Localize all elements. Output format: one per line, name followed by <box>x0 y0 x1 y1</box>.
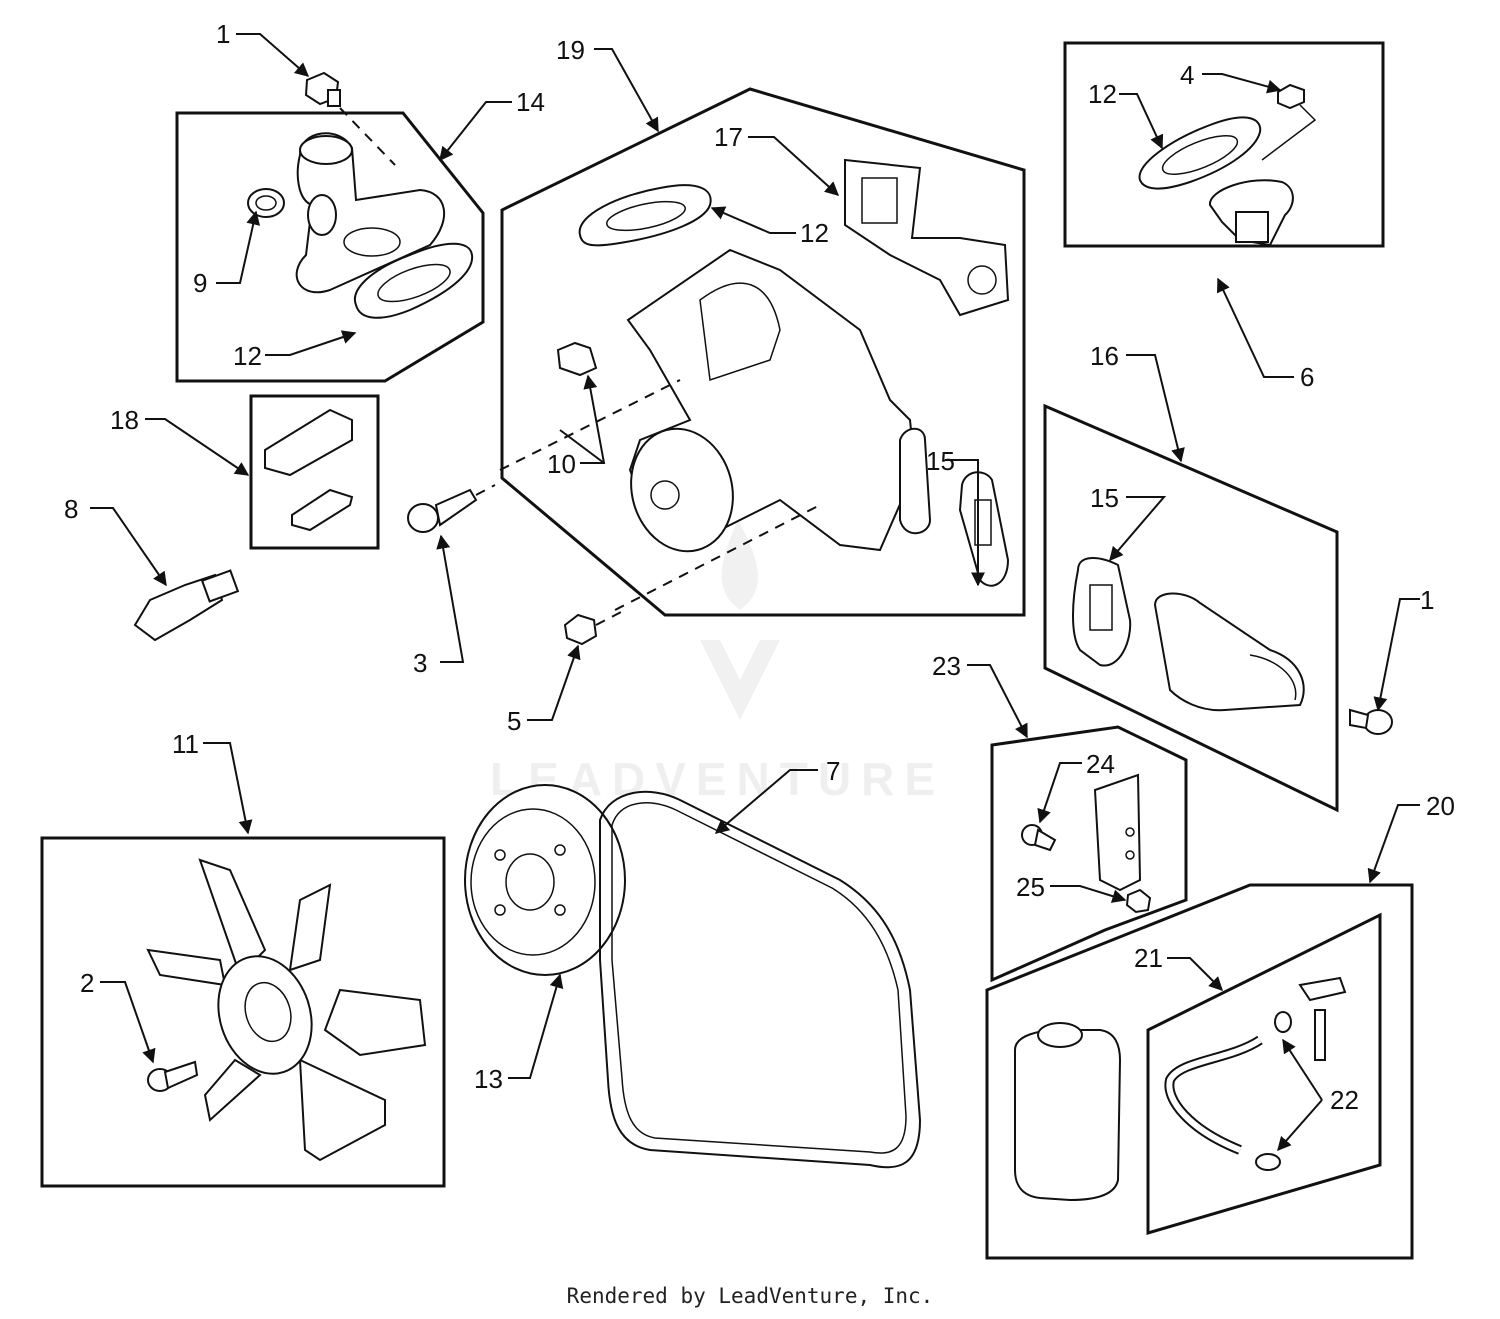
callout-22: 22 <box>1330 1085 1359 1115</box>
box-20-reservoir <box>985 883 1414 1260</box>
clamp-22 <box>1255 1011 1292 1171</box>
nut-5 <box>563 609 626 646</box>
gasket-12-right <box>1138 116 1262 190</box>
watermark-logo: LEADVENTURE <box>490 520 935 805</box>
box-19-water-pump <box>500 87 1026 617</box>
temp-sensor-8 <box>133 569 240 642</box>
callout-15-pump: 15 <box>926 446 955 476</box>
callout-20: 20 <box>1426 791 1455 821</box>
bracket-23 <box>1093 773 1142 892</box>
gasket-15-outlet <box>1072 557 1132 667</box>
callout-15-outlet: 15 <box>1090 483 1119 513</box>
callout-16: 16 <box>1090 341 1119 371</box>
gasket-12-pump <box>578 184 712 247</box>
callout-21: 21 <box>1134 943 1163 973</box>
outlet-16 <box>1153 592 1305 712</box>
callout-1-top: 1 <box>216 19 230 49</box>
callout-6: 6 <box>1300 362 1314 392</box>
callout-18: 18 <box>110 405 139 435</box>
box-18-connector <box>249 394 380 550</box>
callout-8: 8 <box>64 494 78 524</box>
callout-5: 5 <box>507 706 521 736</box>
callout-25: 25 <box>1016 872 1045 902</box>
bolt-2 <box>147 1060 199 1092</box>
callout-19: 19 <box>556 35 585 65</box>
box-11-fan <box>40 836 446 1188</box>
callout-24: 24 <box>1086 749 1115 779</box>
bolt-1-right <box>1349 708 1393 735</box>
gasket-17 <box>844 158 1010 317</box>
callout-2: 2 <box>80 968 94 998</box>
callout-12-left: 12 <box>233 341 262 371</box>
callout-11: 11 <box>172 729 199 759</box>
bolt-24 <box>1021 824 1057 852</box>
bolt-3 <box>407 484 496 533</box>
callout-14: 14 <box>516 87 545 117</box>
box-23-bracket <box>990 725 1188 983</box>
thermostat-6 <box>1209 179 1294 247</box>
gasket-15-pump <box>958 471 1010 587</box>
pulley-13 <box>464 784 626 976</box>
callout-12-pump: 12 <box>800 218 829 248</box>
fan-11 <box>146 858 427 1162</box>
bolt-1-top <box>304 71 396 166</box>
hose-21 <box>1164 976 1347 1155</box>
callout-7: 7 <box>826 756 840 786</box>
box-14-thermostat-housing <box>175 111 485 383</box>
connector-18 <box>264 408 354 532</box>
box-6-thermostat <box>1063 41 1385 248</box>
footer-credit: Rendered by LeadVenture, Inc. <box>566 1284 934 1308</box>
callout-1-right: 1 <box>1420 585 1434 615</box>
vbelt-7 <box>599 790 922 1169</box>
plug-10 <box>556 341 598 377</box>
thermostat-housing-14 <box>295 132 446 294</box>
box-16-outlet <box>1043 403 1339 813</box>
box-21-hose <box>1146 912 1382 1236</box>
plug-9 <box>247 188 285 218</box>
callout-12-right: 12 <box>1088 79 1117 109</box>
water-pump-19 <box>499 248 932 611</box>
bolt-4 <box>1261 83 1317 161</box>
callout-4: 4 <box>1180 60 1194 90</box>
callout-17: 17 <box>714 122 743 152</box>
callout-10: 10 <box>547 449 576 479</box>
callout-23: 23 <box>932 651 961 681</box>
nut-25 <box>1125 888 1152 914</box>
callout-13: 13 <box>474 1064 503 1094</box>
callout-3: 3 <box>413 648 427 678</box>
gasket-12-left <box>353 242 474 319</box>
reservoir-20 <box>1014 1022 1122 1202</box>
callout-9: 9 <box>193 268 207 298</box>
